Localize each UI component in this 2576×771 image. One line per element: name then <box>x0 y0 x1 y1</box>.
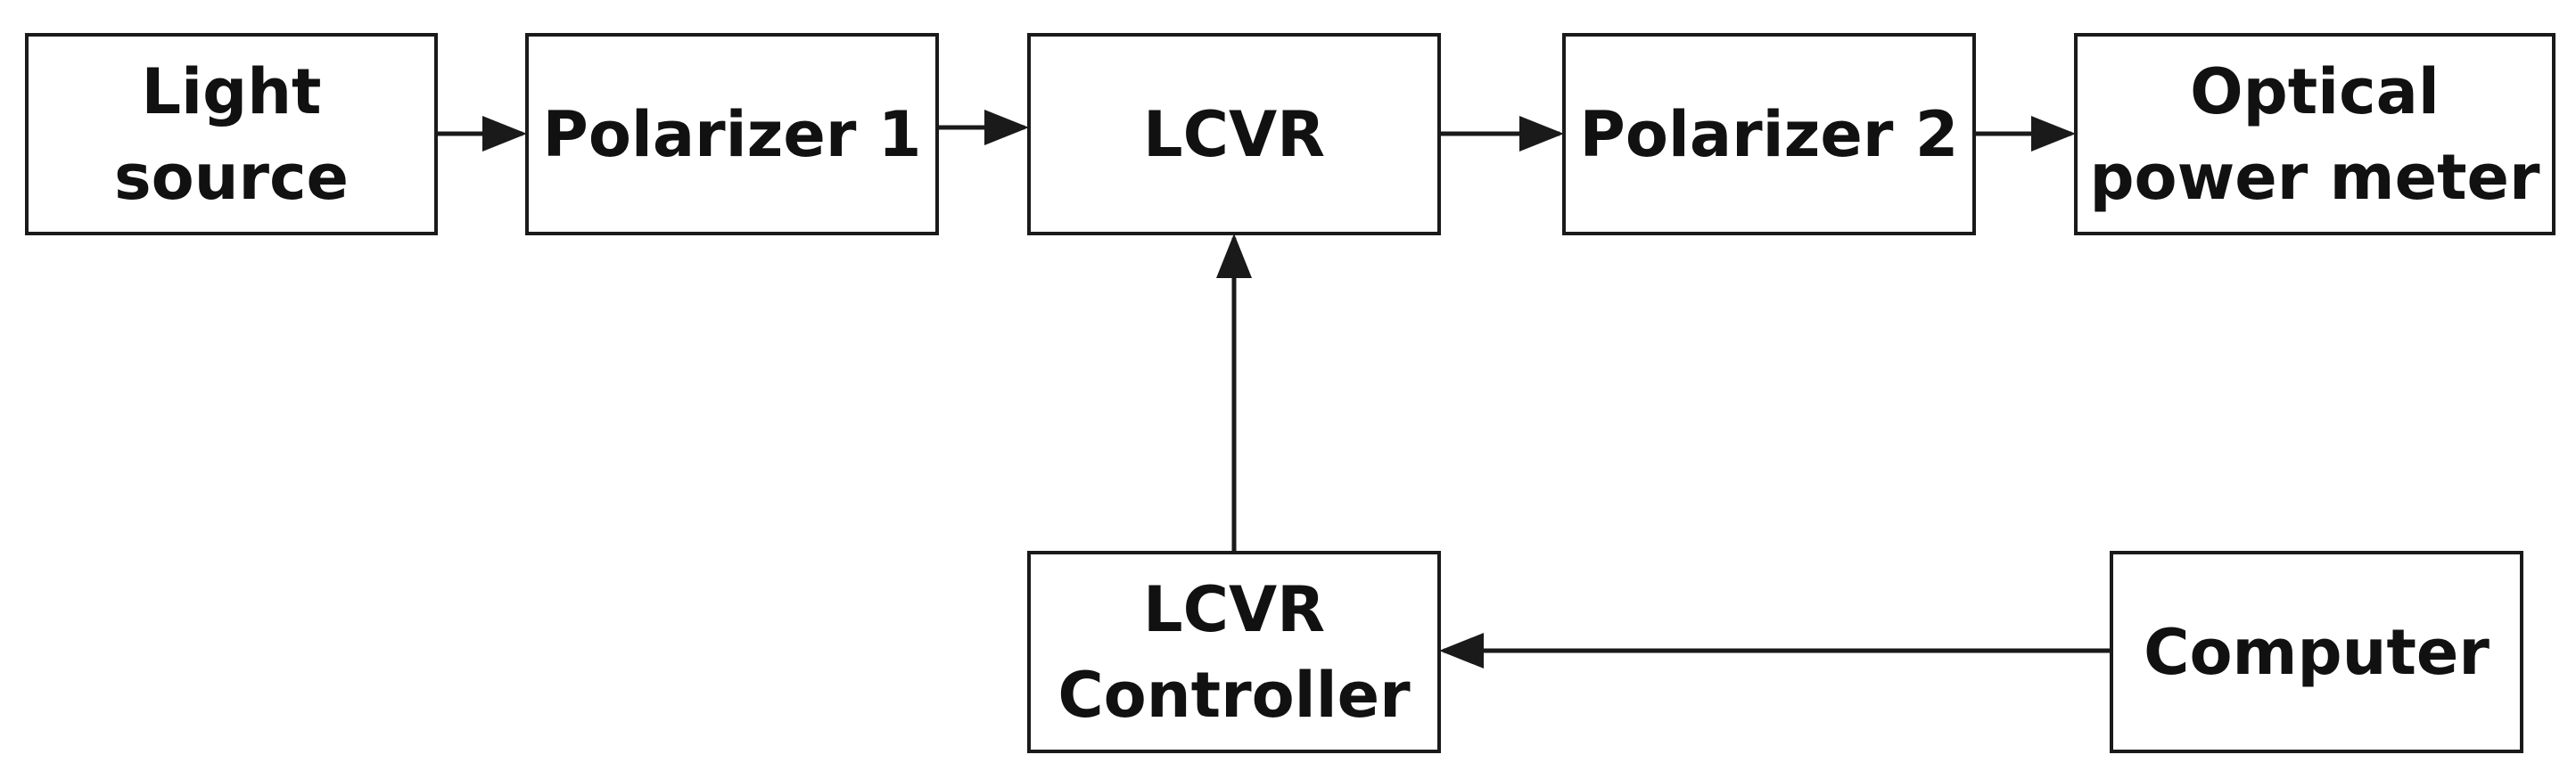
lcvr-label: LCVR <box>1142 97 1326 171</box>
optical-power-meter-label-line1: Optical <box>2190 54 2440 128</box>
lcvr-controller-block: LCVR Controller <box>1027 551 1441 753</box>
polarizer-2-block: Polarizer 2 <box>1562 33 1976 235</box>
lcvr-block: LCVR <box>1027 33 1441 235</box>
computer-label: Computer <box>2144 615 2490 689</box>
light-source-block: Light source <box>25 33 438 235</box>
computer-block: Computer <box>2110 551 2523 753</box>
polarizer-1-block: Polarizer 1 <box>525 33 939 235</box>
optical-power-meter-block: Optical power meter <box>2074 33 2555 235</box>
lcvr-controller-label-line2: Controller <box>1058 658 1411 732</box>
lcvr-controller-label-line1: LCVR <box>1142 572 1326 646</box>
optical-power-meter-label-line2: power meter <box>2089 140 2540 214</box>
light-source-label-line2: source <box>113 140 350 214</box>
polarizer-1-label: Polarizer 1 <box>542 97 922 171</box>
light-source-label-line1: Light <box>141 54 322 128</box>
polarizer-2-label: Polarizer 2 <box>1579 97 1959 171</box>
